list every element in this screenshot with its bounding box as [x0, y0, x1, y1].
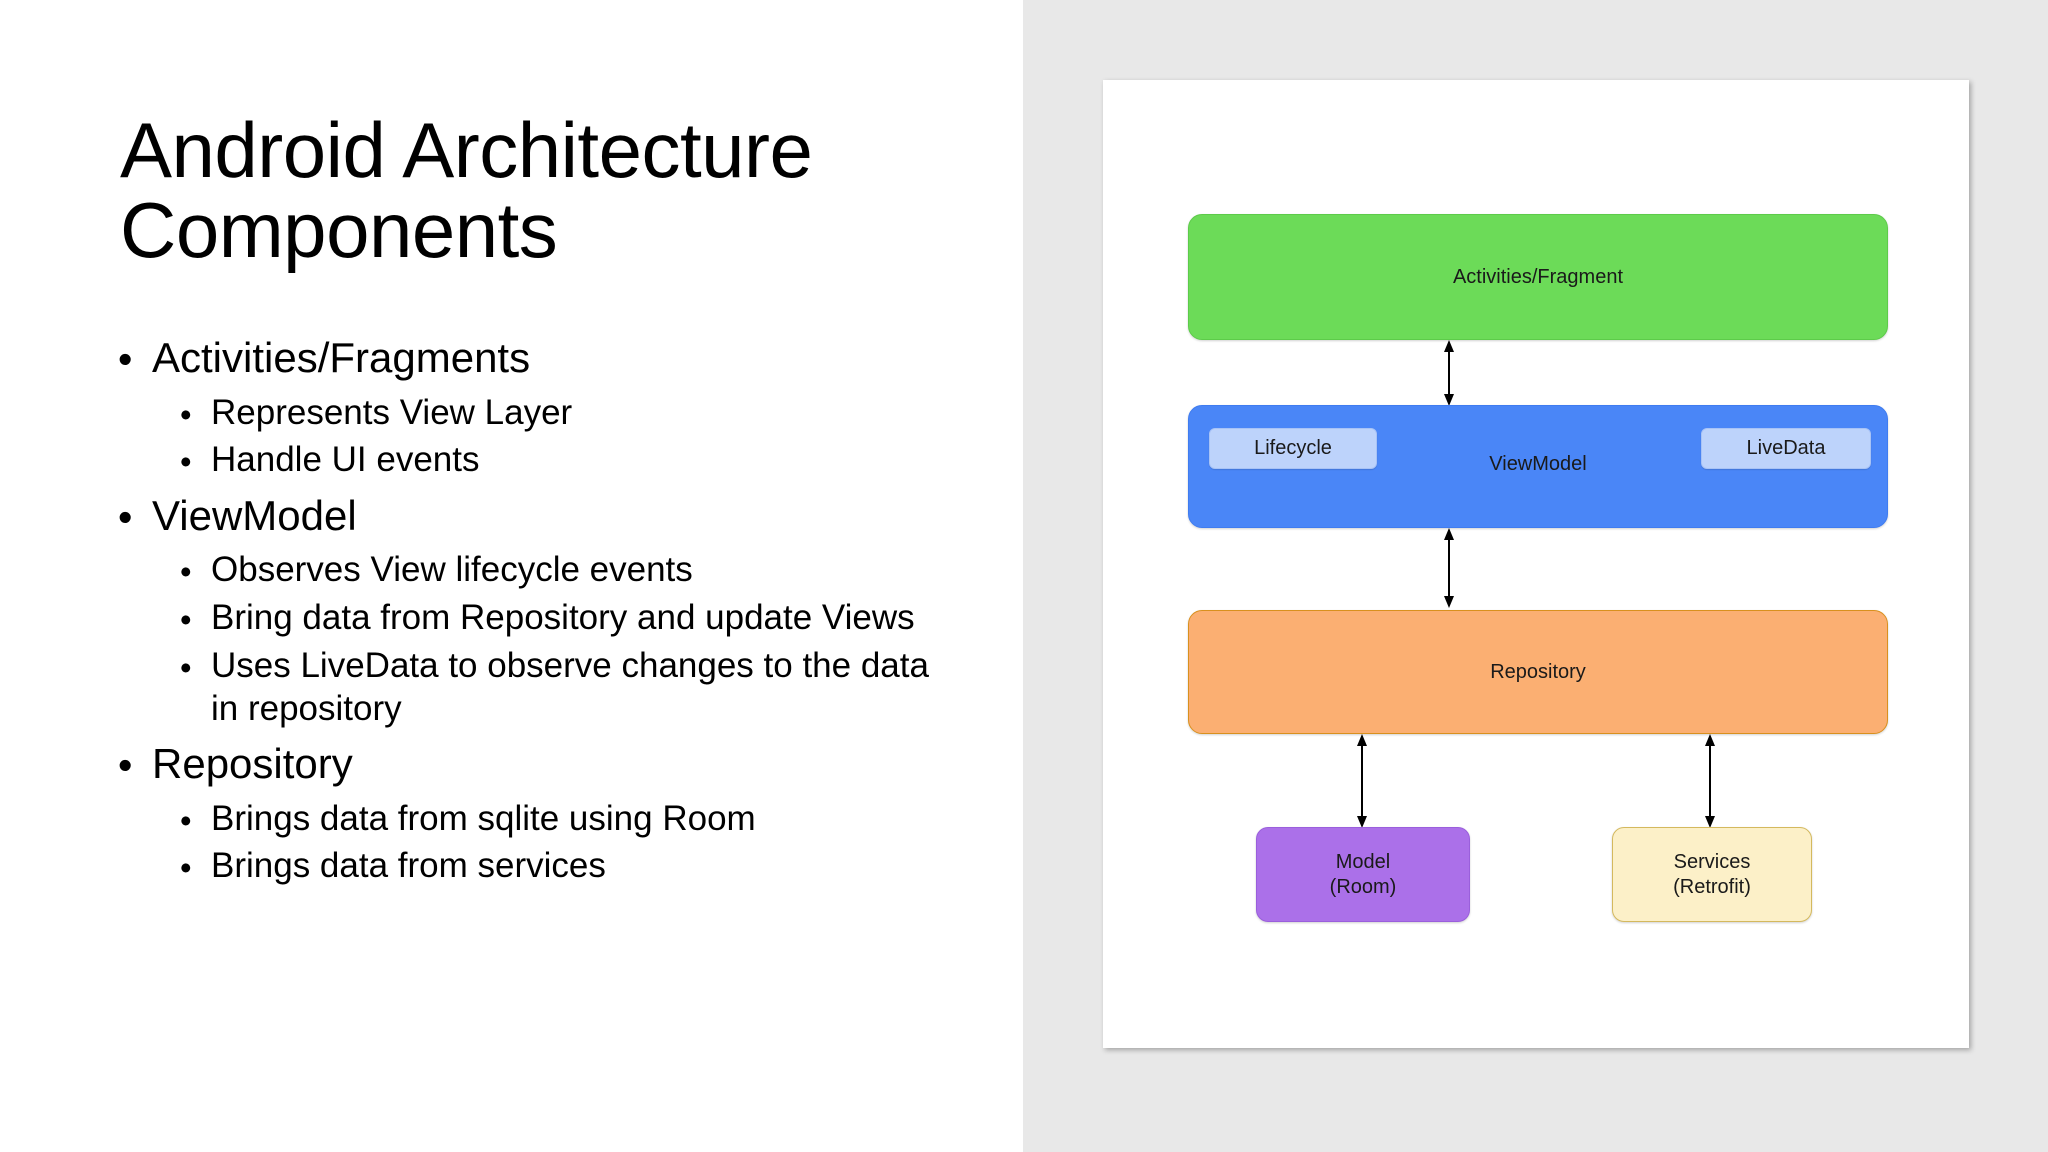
- diagram-pill-lifecycle: Lifecycle: [1209, 428, 1377, 469]
- list-item: • Brings data from sqlite using Room: [180, 798, 958, 841]
- list-item-label: Observes View lifecycle events: [211, 550, 693, 590]
- architecture-diagram: Activities/Fragment Lifecycle LiveData V…: [1103, 80, 1969, 1048]
- list-item: • Represents View Layer: [180, 392, 958, 435]
- connector-viewmodel-repository-arrow: [1443, 528, 1455, 608]
- list-item-label: Activities/Fragments: [152, 334, 531, 381]
- list-item: • Repository: [118, 739, 958, 789]
- bullet-dot-icon: •: [180, 443, 192, 481]
- page-title: Android Architecture Components: [120, 106, 813, 275]
- bullet-dot-icon: •: [180, 553, 192, 591]
- bullet-dot-icon: •: [118, 742, 133, 789]
- diagram-node-model: Model (Room): [1256, 827, 1470, 922]
- diagram-node-services: Services (Retrofit): [1612, 827, 1812, 922]
- diagram-node-model-label-line1: Model: [1335, 850, 1391, 873]
- diagram-node-activities: Activities/Fragment: [1188, 214, 1888, 340]
- list-item-label: Bring data from Repository and update Vi…: [211, 598, 915, 638]
- bullet-dot-icon: •: [180, 601, 192, 639]
- list-item-label: Brings data from services: [211, 846, 606, 886]
- list-item: • Activities/Fragments: [118, 333, 958, 383]
- list-item-label: Handle UI events: [211, 440, 480, 480]
- diagram-node-services-label-line1: Services: [1673, 850, 1751, 873]
- list-item-label: Uses LiveData to observe changes to the …: [211, 645, 929, 728]
- bullet-dot-icon: •: [118, 493, 133, 540]
- diagram-node-model-label-line2: (Room): [1329, 875, 1397, 898]
- bullet-dot-icon: •: [180, 648, 192, 686]
- list-item-label: Represents View Layer: [211, 392, 573, 432]
- slide-image-pane: Activities/Fragment Lifecycle LiveData V…: [1023, 0, 2048, 1152]
- diagram-node-viewmodel-label: ViewModel: [1489, 453, 1587, 475]
- list-item: • Brings data from services: [180, 845, 958, 888]
- bullet-list: • Activities/Fragments • Represents View…: [118, 333, 958, 893]
- list-item-label: Brings data from sqlite using Room: [211, 798, 756, 838]
- slide-content-pane: Android Architecture Components • Activi…: [0, 0, 1023, 1152]
- list-item: • ViewModel: [118, 491, 958, 541]
- diagram-pill-livedata: LiveData: [1701, 428, 1871, 469]
- bullet-dot-icon: •: [180, 801, 192, 839]
- list-item-label: ViewModel: [152, 491, 357, 539]
- list-item: • Bring data from Repository and update …: [180, 597, 958, 640]
- diagram-node-repository: Repository: [1188, 610, 1888, 734]
- connector-repository-services-arrow: [1704, 734, 1716, 828]
- list-item: • Observes View lifecycle events: [180, 549, 958, 592]
- bullet-dot-icon: •: [118, 336, 133, 382]
- list-item-label: Repository: [152, 740, 353, 788]
- connector-repository-model-arrow: [1356, 734, 1368, 828]
- diagram-node-viewmodel: Lifecycle LiveData ViewModel: [1188, 405, 1888, 528]
- bullet-dot-icon: •: [180, 395, 192, 433]
- diagram-node-services-label-line2: (Retrofit): [1673, 875, 1751, 898]
- bullet-dot-icon: •: [180, 849, 192, 887]
- list-item: • Uses LiveData to observe changes to th…: [180, 645, 958, 730]
- connector-activities-viewmodel-arrow: [1443, 340, 1455, 406]
- architecture-diagram-card: Activities/Fragment Lifecycle LiveData V…: [1103, 80, 1969, 1048]
- list-item: • Handle UI events: [180, 439, 958, 482]
